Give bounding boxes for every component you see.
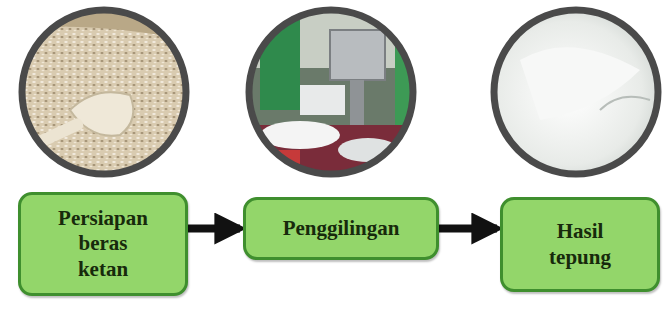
process-box: Persiapan beras ketan [18, 192, 188, 296]
step-label: Penggilingan [283, 216, 400, 241]
flow-arrow [439, 225, 497, 233]
rice-photo [20, 8, 190, 178]
process-box: Hasil tepung [500, 197, 660, 292]
process-box: Penggilingan [243, 197, 439, 260]
step-label: Hasil tepung [531, 219, 629, 269]
mill-photo [245, 8, 425, 180]
flow-arrow [188, 225, 240, 233]
flour-photo [490, 8, 665, 178]
step-label: Persiapan beras ketan [51, 206, 155, 282]
